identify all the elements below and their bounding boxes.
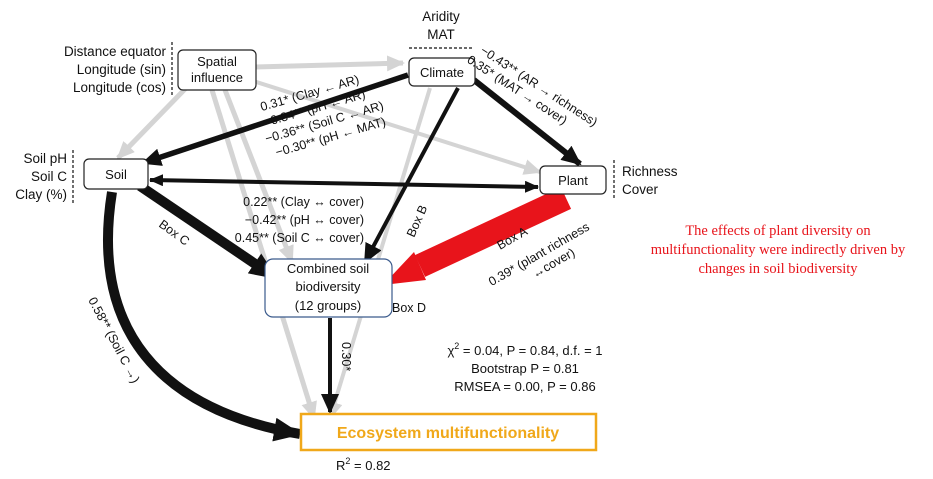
annotation-note: The effects of plant diversity on multif… [651,223,906,277]
spatial-var-1: Distance equator [64,44,167,59]
spatial-line1: Spatial [197,54,237,69]
r2-value: = 0.82 [350,458,390,473]
soil-var-2: Soil C [31,169,67,184]
spatial-var-3: Longitude (cos) [73,80,166,95]
node-soil[interactable]: Soil [83,158,149,190]
node-climate[interactable]: Climate [408,57,476,87]
r2-exponent: 2 [345,456,350,466]
node-spatial[interactable]: Spatial influence [177,49,257,91]
side-labels-climate: Aridity MAT [409,9,474,49]
path-spatial-plant [249,78,542,175]
node-combined[interactable]: Combined soil biodiversity (12 groups) [264,258,393,318]
emf-label: Ecosystem multifunctionality [337,425,559,442]
stat-chi-symbol: χ [447,343,454,358]
combined-line2: biodiversity [295,279,361,294]
spatial-var-2: Longitude (sin) [77,62,166,77]
box-d-label: Box D [392,301,426,315]
stat-bootstrap: Bootstrap P = 0.81 [471,361,579,376]
climate-label: Climate [420,65,464,80]
coef-soil-plant-3: 0.45** (Soil C ↔ cover) [235,231,364,245]
annotation-line-3: changes in soil biodiversity [698,261,858,277]
plant-var-2: Cover [622,182,659,197]
stat-rmsea: RMSEA = 0.00, P = 0.86 [454,379,595,394]
fit-statistics: χ2 = 0.04, P = 0.84, d.f. = 1 Bootstrap … [447,341,602,394]
soil-label: Soil [105,167,127,182]
highlight-arrow-head [383,252,426,285]
black-paths [103,72,582,442]
stat-chi-values: = 0.04, P = 0.84, d.f. = 1 [459,343,602,358]
side-labels-soil: Soil pH Soil C Clay (%) [15,150,74,204]
stat-chi-square: χ2 = 0.04, P = 0.84, d.f. = 1 [447,341,602,358]
path-soil-emf [103,191,302,442]
highlight-arrow-shaft [414,187,572,277]
annotation-line-1: The effects of plant diversity on [685,223,871,239]
coef-soil-plant: 0.22** (Clay ↔ cover) −0.42** (pH ↔ cove… [235,195,364,245]
combined-line3: (12 groups) [295,298,361,313]
coef-soil-plant-1: 0.22** (Clay ↔ cover) [243,195,364,209]
side-labels-spatial: Distance equator Longitude (sin) Longitu… [64,42,173,96]
coef-soil-plant-2: −0.42** (pH ↔ cover) [245,213,364,227]
path-climate-plant [472,77,582,167]
coef-climate-plant-1: −0.43** (AR → richness) [478,43,600,129]
highlight-arrow [383,187,572,285]
path-spatial-climate [254,55,405,72]
coef-combined-emf: 0.30* [339,342,353,371]
box-b-label: Box B [404,203,430,239]
plant-label: Plant [558,173,588,188]
soil-var-1: Soil pH [23,151,67,166]
coef-climate-soil: 0.31* (Clay ← AR) 0.34** (pH ← AR) −0.36… [259,72,388,159]
plant-var-1: Richness [622,164,678,179]
path-soil-combined [137,181,279,283]
combined-line1: Combined soil [287,261,369,276]
path-spatial-soil [116,86,188,160]
climate-var-2: MAT [427,27,455,42]
node-plant[interactable]: Plant [539,165,607,195]
r-squared: R2 = 0.82 [336,456,391,473]
path-soil-plant [149,174,539,193]
path-climate-soil [141,72,409,166]
soil-var-3: Clay (%) [15,187,67,202]
node-emf[interactable]: Ecosystem multifunctionality [299,412,598,452]
annotation-line-2: multifunctionality were indirectly drive… [651,242,906,258]
r2-symbol: R [336,458,345,473]
spatial-line2: influence [191,70,243,85]
stat-chi-exponent: 2 [454,341,459,351]
side-labels-plant: Richness Cover [613,160,678,200]
climate-var-1: Aridity [422,9,460,24]
